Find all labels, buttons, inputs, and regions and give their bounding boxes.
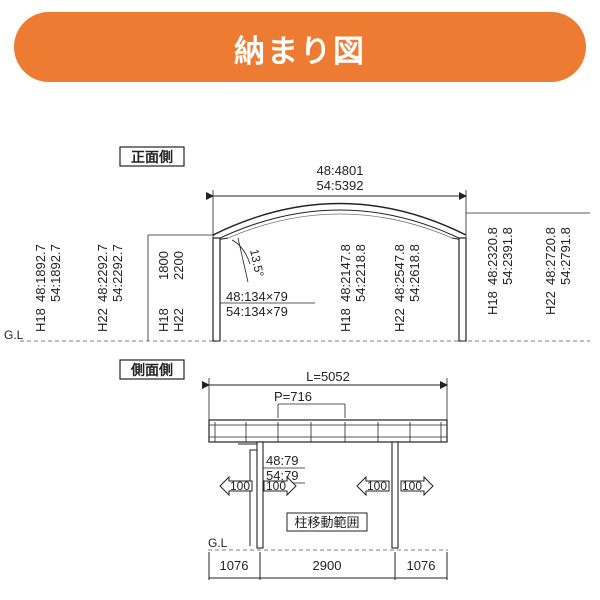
height-right-h22-54: 54:2791.8 bbox=[558, 227, 573, 285]
move-right-arrow bbox=[400, 475, 434, 497]
height-left-h18-54: 54:1892.7 bbox=[48, 244, 63, 302]
height-right-h18-48: 48:2320.8 bbox=[485, 227, 500, 285]
height-mid-h22-48: 48:2547.8 bbox=[392, 244, 407, 302]
height-right-h22-label: H22 bbox=[543, 291, 558, 315]
height-mid-h22: H22 48:2547.8 54:2618.8 bbox=[392, 244, 422, 332]
move-range-label: 柱移動範囲 bbox=[294, 515, 359, 530]
front-view: 正面側 48:4801 54:5392 13.5° 48:134×79 54:1… bbox=[4, 146, 590, 342]
roof-arch-inner bbox=[215, 209, 464, 241]
height-right-h18-54: 54:2391.8 bbox=[500, 227, 515, 285]
side-post-54: 54:79 bbox=[266, 468, 299, 483]
height-mid-h22-label: H22 bbox=[392, 308, 407, 332]
height-left-h22-54: 54:2292.7 bbox=[110, 244, 125, 302]
height-left-h18-48: 48:1892.7 bbox=[33, 244, 48, 302]
height-mid-h18: H18 48:2147.8 54:2218.8 bbox=[338, 244, 368, 332]
front-view-label-box bbox=[119, 146, 185, 167]
front-ground-label: G.L bbox=[4, 328, 24, 342]
angle-arc bbox=[231, 239, 251, 265]
move-left-inner-arrow bbox=[263, 475, 297, 497]
move-right-inner-arrow bbox=[356, 475, 390, 497]
front-post-right bbox=[458, 237, 467, 342]
front-view-label: 正面側 bbox=[131, 149, 173, 165]
side-post-right bbox=[391, 441, 399, 549]
side-view-label: 側面側 bbox=[130, 362, 173, 378]
dim-left: 1076 bbox=[220, 558, 249, 573]
side-ground-label: G.L bbox=[208, 536, 228, 550]
roof-arch-outer bbox=[212, 202, 467, 236]
roof-angle: 13.5° bbox=[247, 248, 267, 279]
height-post-h18: H18 bbox=[156, 308, 171, 332]
side-post-48: 48:79 bbox=[266, 453, 299, 468]
height-right-h22-48: 48:2720.8 bbox=[543, 227, 558, 285]
side-roof-frame bbox=[208, 419, 448, 443]
height-post-2200: 2200 bbox=[171, 251, 186, 280]
height-left-h18-label: H18 bbox=[33, 308, 48, 332]
side-view: 側面側 L=5052 P=716 48:79 54:79 bbox=[119, 359, 448, 580]
height-mid-h18-54: 54:2218.8 bbox=[353, 244, 368, 302]
move-left-arrow bbox=[219, 475, 253, 497]
dim-right: 1076 bbox=[407, 558, 436, 573]
height-left-h22: H22 48:2292.7 54:2292.7 bbox=[95, 244, 125, 332]
height-post-h22: H22 bbox=[171, 308, 186, 332]
height-mid-h22-54: 54:2618.8 bbox=[407, 244, 422, 302]
front-width-54: 54:5392 bbox=[317, 178, 364, 193]
side-length: L=5052 bbox=[306, 369, 350, 384]
move-right-value: 100 bbox=[402, 479, 422, 493]
height-right-h22: H22 48:2720.8 54:2791.8 bbox=[543, 227, 573, 315]
post-size-54: 54:134×79 bbox=[226, 304, 288, 319]
side-view-label-box bbox=[119, 359, 185, 380]
height-right-h18-label: H18 bbox=[485, 291, 500, 315]
move-left-inner-value: 100 bbox=[266, 479, 286, 493]
height-mid-h18-label: H18 bbox=[338, 308, 353, 332]
side-post-left bbox=[256, 441, 264, 549]
height-post: H18 H22 1800 2200 bbox=[156, 251, 186, 332]
pitch: P=716 bbox=[274, 389, 312, 404]
height-left-h22-48: 48:2292.7 bbox=[95, 244, 110, 302]
front-post-left bbox=[212, 237, 221, 342]
front-width-48: 48:4801 bbox=[317, 163, 364, 178]
roof-beam bbox=[227, 213, 453, 239]
angle-line bbox=[237, 237, 249, 283]
height-left-h18: H18 48:1892.7 54:1892.7 bbox=[33, 244, 63, 332]
title-banner: 納まり図 bbox=[14, 12, 586, 82]
height-post-1800: 1800 bbox=[156, 251, 171, 280]
dim-center: 2900 bbox=[313, 558, 342, 573]
height-mid-h18-48: 48:2147.8 bbox=[338, 244, 353, 302]
move-left-value: 100 bbox=[230, 479, 250, 493]
page-title: 納まり図 bbox=[234, 34, 366, 70]
move-right-inner-value: 100 bbox=[367, 479, 387, 493]
height-right-h18: H18 48:2320.8 54:2391.8 bbox=[485, 227, 515, 315]
post-size-48: 48:134×79 bbox=[226, 289, 288, 304]
move-range-box bbox=[286, 512, 368, 532]
height-left-h22-label: H22 bbox=[95, 308, 110, 332]
